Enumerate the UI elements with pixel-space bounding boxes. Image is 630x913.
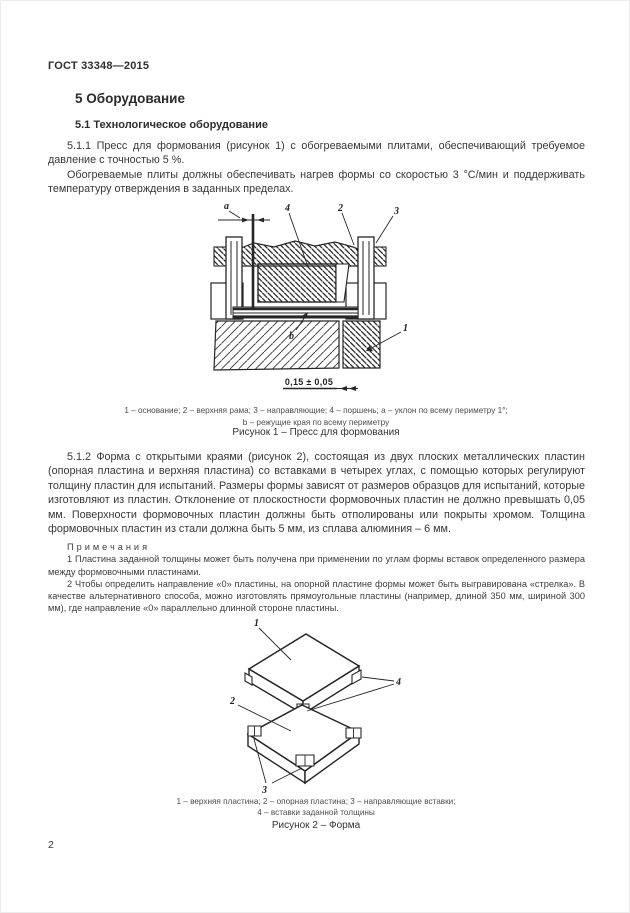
fig1-label-4: 4: [284, 203, 290, 214]
fig1-label-a: а: [224, 201, 229, 212]
notes-block: Примечания 1 Пластина заданной толщины м…: [48, 541, 585, 615]
figure-1-caption-line2: b – режущие края по всему периметру: [242, 418, 390, 427]
section-title: 5 Оборудование: [75, 91, 185, 106]
paragraph-512-mold: 5.1.2 Форма с открытыми краями (рисунок …: [48, 451, 585, 536]
fig1-label-b: b: [289, 331, 294, 342]
paragraph-511-plates: Обогреваемые плиты должны обеспечивать н…: [48, 168, 585, 196]
figure-2-caption-line2: 4 – вставки заданной толщины: [257, 808, 375, 817]
fig1-label-1: 1: [403, 323, 408, 334]
figure-1-caption-line1: 1 – основание; 2 – верхняя рама; 3 – нап…: [124, 406, 508, 415]
fig2-label-2: 2: [229, 696, 235, 707]
figure-2-title: Рисунок 2 – Форма: [271, 820, 361, 831]
figure-2-drawing: 1 2 3 4: [229, 618, 401, 796]
fig2-label-1: 1: [254, 618, 259, 629]
figure-1-drawing: а 4 2 3 b 1 0,15 ± 0,05: [210, 201, 408, 391]
figure-1-title: Рисунок 1 – Пресс для формования: [232, 427, 400, 438]
note-2: 2 Чтобы определить направление «0» пласт…: [48, 578, 585, 614]
fig2-label-3: 3: [261, 785, 267, 796]
fig1-label-2: 2: [337, 203, 343, 214]
paragraph-group-511: 5.1.1 Пресс для формования (рисунок 1) с…: [48, 139, 585, 197]
notes-title: Примечания: [67, 542, 151, 552]
paragraph-group-512: 5.1.2 Форма с открытыми краями (рисунок …: [48, 450, 585, 536]
figure-2-caption-line1: 1 – верхняя пластина; 2 – опорная пласти…: [176, 797, 456, 806]
page-number: 2: [48, 839, 54, 851]
subsection-title: 5.1 Технологическое оборудование: [75, 119, 268, 131]
fig2-label-4: 4: [395, 677, 401, 688]
paragraph-511-press: 5.1.1 Пресс для формования (рисунок 1) с…: [48, 140, 585, 167]
fig1-label-3: 3: [393, 206, 399, 217]
note-1: 1 Пластина заданной толщины может быть п…: [48, 554, 585, 577]
standard-number-header: ГОСТ 33348—2015: [48, 60, 150, 72]
fig1-dimension: 0,15 ± 0,05: [285, 377, 333, 387]
